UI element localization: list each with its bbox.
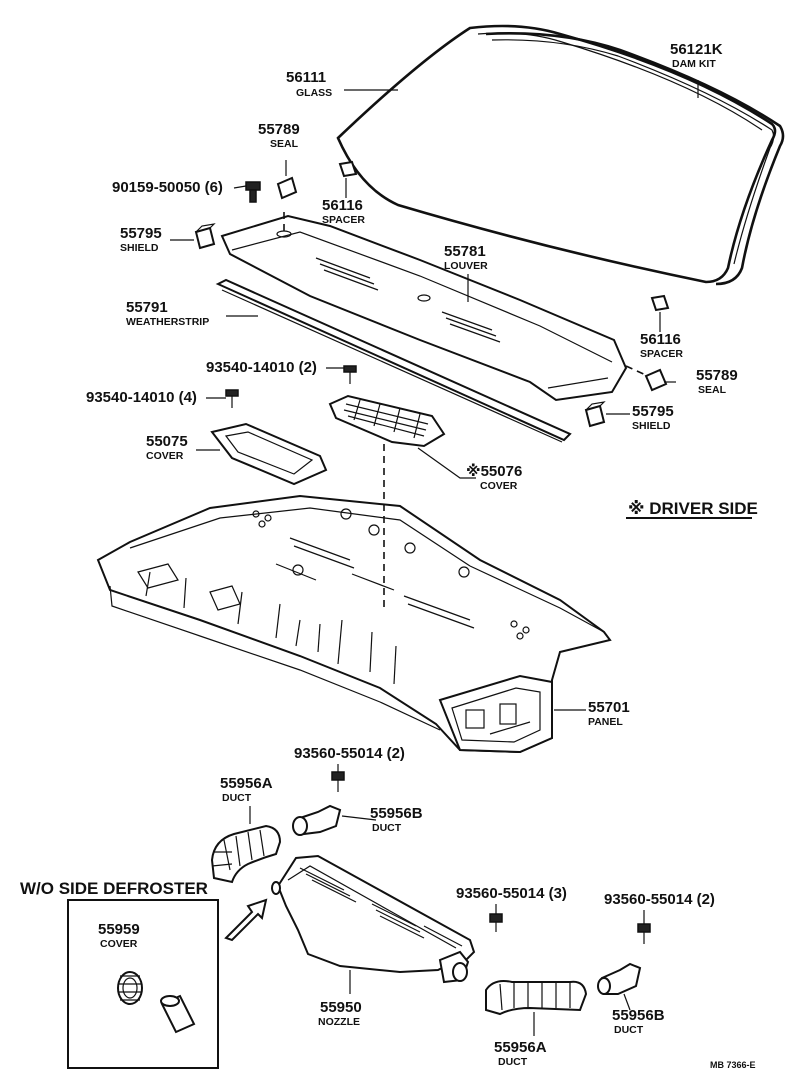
label-56116-right-number: 56116: [640, 331, 681, 348]
label-55789-right-number: 55789: [696, 367, 738, 384]
label-56111-number: 56111: [286, 69, 326, 86]
label-56111-name: GLASS: [296, 87, 332, 99]
label-55795-right-name: SHIELD: [632, 420, 671, 432]
label-93560-3-number: 93560-55014 (3): [456, 885, 567, 902]
dam-kit: [485, 32, 785, 286]
label-55956b-bot-number: 55956B: [612, 1007, 665, 1024]
label-55789-right-name: SEAL: [698, 384, 727, 396]
cowl-panel: [96, 494, 612, 754]
label-55781-number: 55781: [444, 243, 486, 260]
duct-bot-ribs: [499, 982, 571, 1011]
panel-slots: [275, 537, 475, 629]
label-55781-name: LOUVER: [444, 260, 488, 272]
duct-55956a-top: [210, 824, 282, 884]
seal-right: [644, 368, 668, 392]
label-55075-name: COVER: [146, 450, 184, 462]
spacer-right: [650, 294, 670, 312]
label-55076-number: ※55076: [466, 462, 522, 480]
shield-left: [194, 223, 216, 250]
label-93560-2b-number: 93560-55014 (2): [604, 891, 715, 908]
label-56116-top-number: 56116: [322, 197, 363, 214]
shield-right: [584, 401, 606, 428]
label-55956b-top-name: DUCT: [372, 822, 402, 834]
driver-side-note: ※ DRIVER SIDE: [628, 499, 758, 518]
duct-55956b-top: [292, 804, 342, 836]
label-55791-number: 55791: [126, 299, 168, 316]
defroster-nozzle: [271, 854, 476, 984]
plug-part: [160, 994, 196, 1034]
wo-side-defroster-note: W/O SIDE DEFROSTER: [20, 879, 208, 898]
label-55795-right-number: 55795: [632, 403, 674, 420]
label-55956a-top-number: 55956A: [220, 775, 273, 792]
label-55956b-top-number: 55956B: [370, 805, 423, 822]
duct-ribs: [211, 829, 265, 871]
label-55959-number: 55959: [98, 921, 140, 938]
panel-ribs: [109, 563, 441, 731]
label-55789-top-number: 55789: [258, 121, 300, 138]
label-56121k-number: 56121K: [670, 41, 723, 58]
label-55956a-bot-name: DUCT: [498, 1056, 528, 1068]
label-55701-number: 55701: [588, 699, 630, 716]
label-93540-2-number: 93540-14010 (2): [206, 359, 317, 376]
label-55950-number: 55950: [320, 999, 362, 1016]
label-56116-top-name: SPACER: [322, 214, 365, 226]
clip-top: [331, 771, 345, 792]
label-93540-4-number: 93540-14010 (4): [86, 389, 197, 406]
inset-box: [67, 899, 219, 1069]
louver: [220, 214, 628, 402]
label-93560-2a-number: 93560-55014 (2): [294, 745, 405, 762]
weatherstrip: [215, 278, 572, 443]
nozzle-grille: [299, 867, 463, 947]
screw-93540-4: [225, 389, 239, 408]
nozzle-outlet: [438, 950, 470, 984]
reference-code: MB 7366-E: [710, 1060, 756, 1070]
leader-55076: [417, 447, 476, 479]
clip-3: [489, 913, 503, 932]
seal-right-guide-line: [625, 365, 649, 377]
label-55789-top-name: SEAL: [270, 138, 299, 150]
spacer-top: [338, 160, 358, 178]
labels: 56111 GLASS 56121K DAM KIT 55789 SEAL 90…: [20, 41, 758, 1070]
cover-55075: [210, 422, 328, 486]
label-55959-name: COVER: [100, 938, 138, 950]
label-55956b-bot-name: DUCT: [614, 1024, 644, 1036]
bolt-part: [245, 181, 261, 203]
label-55075-number: 55075: [146, 433, 188, 450]
leader-lines: [170, 80, 699, 1036]
label-55956a-bot-number: 55956A: [494, 1039, 547, 1056]
label-56116-right-name: SPACER: [640, 348, 683, 360]
cover-grille: [343, 399, 429, 439]
screw-93540-2: [343, 365, 357, 384]
label-55701-name: PANEL: [588, 716, 623, 728]
cover-55959-part: [117, 971, 143, 1005]
label-55956a-top-name: DUCT: [222, 792, 252, 804]
label-55795-left-name: SHIELD: [120, 242, 159, 254]
label-55950-name: NOZZLE: [318, 1016, 360, 1028]
label-55076-name: COVER: [480, 480, 518, 492]
label-56121k-name: DAM KIT: [672, 58, 716, 70]
label-90159-number: 90159-50050 (6): [112, 179, 223, 196]
label-55795-left-number: 55795: [120, 225, 162, 242]
louver-vents: [315, 257, 501, 343]
duct-55956a-bot: [485, 980, 588, 1016]
seal-part: [276, 176, 298, 200]
cover-55076: [328, 394, 446, 448]
duct-55956b-bot: [597, 962, 642, 995]
panel-end-box: [438, 674, 553, 754]
clip-2b: [637, 923, 651, 944]
label-55791-name: WEATHERSTRIP: [126, 316, 209, 328]
inset-arrow: [224, 898, 268, 942]
